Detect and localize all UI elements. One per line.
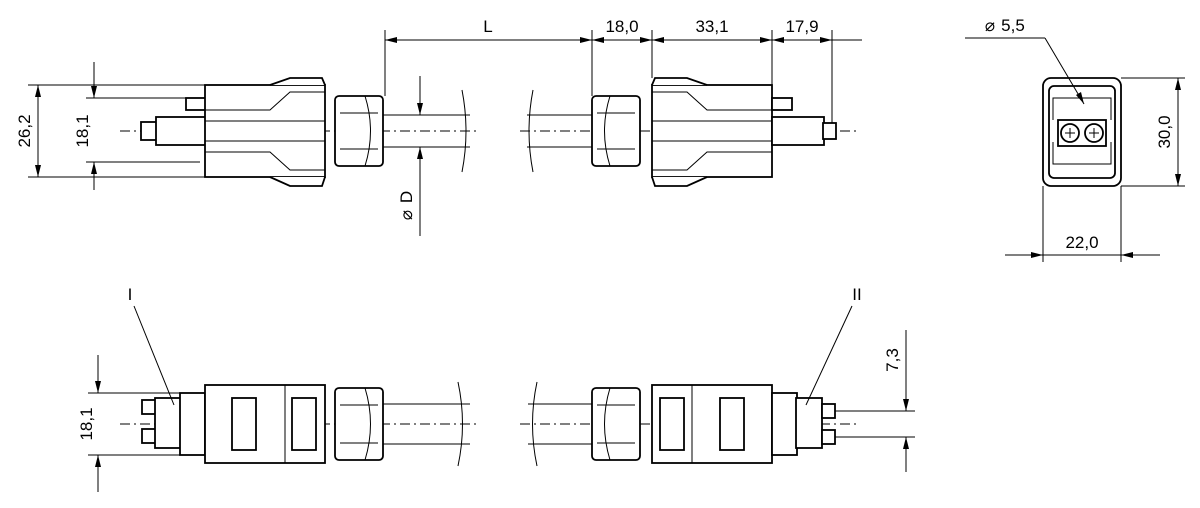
right-ferrule-tip <box>822 122 837 140</box>
right-tip-lower <box>821 429 836 445</box>
left-latch <box>185 97 207 111</box>
right-ferrule <box>771 116 825 146</box>
dim-17-9: 17,9 <box>785 17 818 36</box>
left-nut-top-view <box>334 387 384 461</box>
left-housing-top <box>269 77 326 86</box>
left-nut <box>334 95 384 167</box>
right-housing-top <box>651 77 708 86</box>
diameter-symbol-d: ⌀ <box>397 210 416 220</box>
right-window-1 <box>659 397 685 451</box>
dim-30-0: 30,0 <box>1155 115 1174 148</box>
top-view: 18,1 7,3 I II <box>77 285 915 492</box>
right-tip-upper <box>821 403 836 419</box>
dim-33-1: 33,1 <box>695 17 728 36</box>
dim-18-1-bottom: 18,1 <box>77 407 96 440</box>
left-ferrule-body <box>154 397 182 449</box>
left-window-1 <box>231 397 257 451</box>
right-window-2 <box>719 397 745 451</box>
break-line-right <box>528 89 534 173</box>
dim-18-1-top: 18,1 <box>73 114 92 147</box>
diameter-symbol-front: ⌀ <box>985 16 995 35</box>
left-window-2 <box>291 397 317 451</box>
label-end-one: I <box>128 285 133 304</box>
dim-length: L <box>483 17 492 36</box>
right-latch <box>771 97 793 111</box>
dim-cable-diameter: ⌀ D <box>397 191 416 220</box>
dim-cable-diameter-value: D <box>397 191 416 203</box>
left-tip-lower <box>141 428 157 444</box>
left-housing <box>204 84 326 178</box>
break-line-left <box>461 89 467 173</box>
dim-18-0: 18,0 <box>605 17 638 36</box>
left-ferrule <box>155 116 207 146</box>
dim-22-0: 22,0 <box>1065 233 1098 252</box>
leader-end-one <box>133 305 175 406</box>
right-nut <box>591 95 641 167</box>
left-housing-bottom <box>269 176 326 187</box>
right-housing <box>651 84 773 178</box>
leader-end-two <box>805 305 853 406</box>
side-view: L 18,0 33,1 17,9 26,2 18,1 ⌀ D <box>15 17 862 236</box>
label-end-two: II <box>852 285 861 304</box>
right-nut-top-view <box>591 387 641 461</box>
dim-26-2: 26,2 <box>15 114 34 147</box>
dim-front-diameter: 5,5 <box>1001 16 1025 35</box>
left-tip-upper <box>141 399 157 415</box>
dim-7-3: 7,3 <box>883 348 902 372</box>
front-view: ⌀ 5,5 30,0 22,0 <box>965 16 1185 262</box>
right-ferrule-body <box>795 397 823 449</box>
right-housing-bottom <box>651 176 708 187</box>
left-ferrule-tip <box>140 121 158 141</box>
